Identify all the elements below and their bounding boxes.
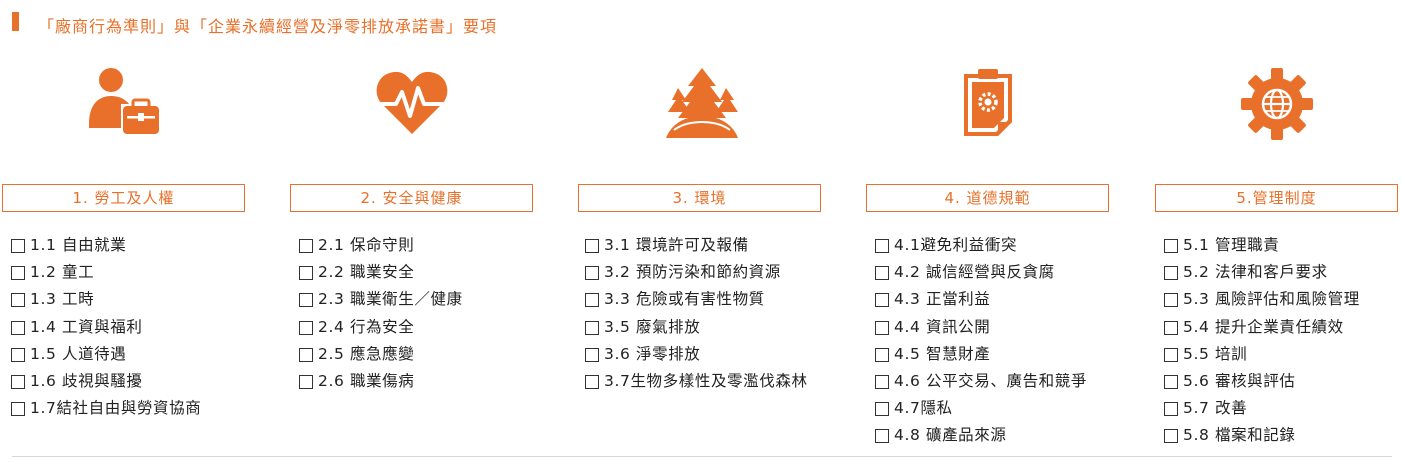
gear-globe-icon (1239, 66, 1315, 142)
checkbox[interactable] (299, 347, 313, 362)
checkbox[interactable] (1164, 239, 1178, 253)
list-item: 4.8 礦產品來源 (875, 422, 1087, 449)
list-item: 4.6 公平交易、廣告和競爭 (875, 368, 1087, 395)
checkbox[interactable] (299, 293, 313, 308)
checkbox[interactable] (1164, 347, 1178, 362)
list-item: 4.1避免利益衝突 (875, 232, 1087, 259)
checkbox[interactable] (875, 402, 889, 417)
list-item: 5.6 審核與評估 (1164, 368, 1360, 395)
person-briefcase-icon (87, 66, 163, 142)
checkbox[interactable] (585, 320, 599, 335)
category-safety-health: 2. 安全與健康 (290, 184, 533, 212)
list-item: 5.7 改善 (1164, 395, 1360, 422)
list-item: 3.6 淨零排放 (585, 341, 814, 368)
list-item: 1.7結社自由與勞資協商 (11, 395, 201, 422)
checkbox[interactable] (585, 375, 599, 390)
list-item: 1.1 自由就業 (11, 232, 201, 259)
checkbox[interactable] (11, 320, 25, 335)
trees-icon (664, 66, 740, 142)
checkbox[interactable] (1164, 266, 1178, 281)
list-item: 4.7隱私 (875, 395, 1087, 422)
checkbox[interactable] (585, 347, 599, 362)
list-item: 3.7生物多樣性及零濫伐森林 (585, 368, 814, 395)
checkbox[interactable] (11, 347, 25, 362)
checkbox[interactable] (1164, 375, 1178, 390)
bottom-divider (12, 456, 1392, 457)
clipboard-gear-icon (950, 66, 1026, 142)
checkbox[interactable] (585, 266, 599, 281)
checkbox[interactable] (585, 293, 599, 308)
list-item: 1.5 人道待遇 (11, 341, 201, 368)
checkbox[interactable] (299, 239, 313, 253)
checklist-labor: 1.1 自由就業 1.2 童工 1.3 工時 1.4 工資與福利 1.5 人道待… (11, 232, 201, 422)
list-item: 5.8 檔案和記錄 (1164, 422, 1360, 449)
list-item: 5.5 培訓 (1164, 341, 1360, 368)
checkbox[interactable] (11, 293, 25, 308)
list-item: 1.4 工資與福利 (11, 314, 201, 341)
list-item: 1.6 歧視與騷擾 (11, 368, 201, 395)
checklist-ethics: 4.1避免利益衝突 4.2 誠信經營與反貪腐 4.3 正當利益 4.4 資訊公開… (875, 232, 1087, 450)
checkbox[interactable] (11, 239, 25, 253)
list-item: 2.3 職業衛生／健康 (299, 286, 463, 313)
checkbox[interactable] (11, 375, 25, 390)
checkbox[interactable] (875, 266, 889, 281)
checkbox[interactable] (585, 239, 599, 253)
checkbox[interactable] (875, 320, 889, 335)
checklist-safety: 2.1 保命守則 2.2 職業安全 2.3 職業衛生／健康 2.4 行為安全 2… (299, 232, 463, 395)
list-item: 3.1 環境許可及報備 (585, 232, 814, 259)
checkbox[interactable] (299, 375, 313, 390)
checkbox[interactable] (11, 266, 25, 281)
checkbox[interactable] (1164, 320, 1178, 335)
list-item: 2.1 保命守則 (299, 232, 463, 259)
list-item: 3.5 廢氣排放 (585, 314, 814, 341)
title-accent-bar (12, 12, 19, 31)
category-management: 5.管理制度 (1155, 184, 1398, 212)
list-item: 4.3 正當利益 (875, 286, 1087, 313)
checkbox[interactable] (1164, 293, 1178, 308)
list-item: 5.2 法律和客戶要求 (1164, 259, 1360, 286)
checkbox[interactable] (875, 293, 889, 308)
list-item: 2.6 職業傷病 (299, 368, 463, 395)
checkbox[interactable] (1164, 402, 1178, 417)
checkbox[interactable] (11, 402, 25, 417)
checkbox[interactable] (299, 320, 313, 335)
checkbox[interactable] (875, 347, 889, 362)
list-item: 2.4 行為安全 (299, 314, 463, 341)
checklist-management: 5.1 管理職責 5.2 法律和客戶要求 5.3 風險評估和風險管理 5.4 提… (1164, 232, 1360, 450)
checklist-environment: 3.1 環境許可及報備 3.2 預防污染和節約資源 3.3 危險或有害性物質 3… (585, 232, 814, 395)
list-item: 4.2 誠信經營與反貪腐 (875, 259, 1087, 286)
heart-pulse-icon (374, 66, 450, 142)
list-item: 1.3 工時 (11, 286, 201, 313)
category-ethics: 4. 道德規範 (866, 184, 1109, 212)
list-item: 4.4 資訊公開 (875, 314, 1087, 341)
checkbox[interactable] (875, 429, 889, 444)
checkbox[interactable] (299, 266, 313, 281)
checkbox[interactable] (1164, 429, 1178, 444)
list-item: 1.2 童工 (11, 259, 201, 286)
checkbox[interactable] (875, 375, 889, 390)
list-item: 2.5 應急應變 (299, 341, 463, 368)
list-item: 2.2 職業安全 (299, 259, 463, 286)
list-item: 3.3 危險或有害性物質 (585, 286, 814, 313)
category-environment: 3. 環境 (578, 184, 821, 212)
checkbox[interactable] (875, 239, 889, 253)
list-item: 3.2 預防污染和節約資源 (585, 259, 814, 286)
list-item: 5.4 提升企業責任績效 (1164, 314, 1360, 341)
page-title: 「廠商行為準則」與「企業永續經營及淨零排放承諾書」要項 (38, 17, 498, 36)
category-labor-human-rights: 1. 勞工及人權 (2, 184, 245, 212)
list-item: 5.1 管理職責 (1164, 232, 1360, 259)
list-item: 5.3 風險評估和風險管理 (1164, 286, 1360, 313)
list-item: 4.5 智慧財產 (875, 341, 1087, 368)
